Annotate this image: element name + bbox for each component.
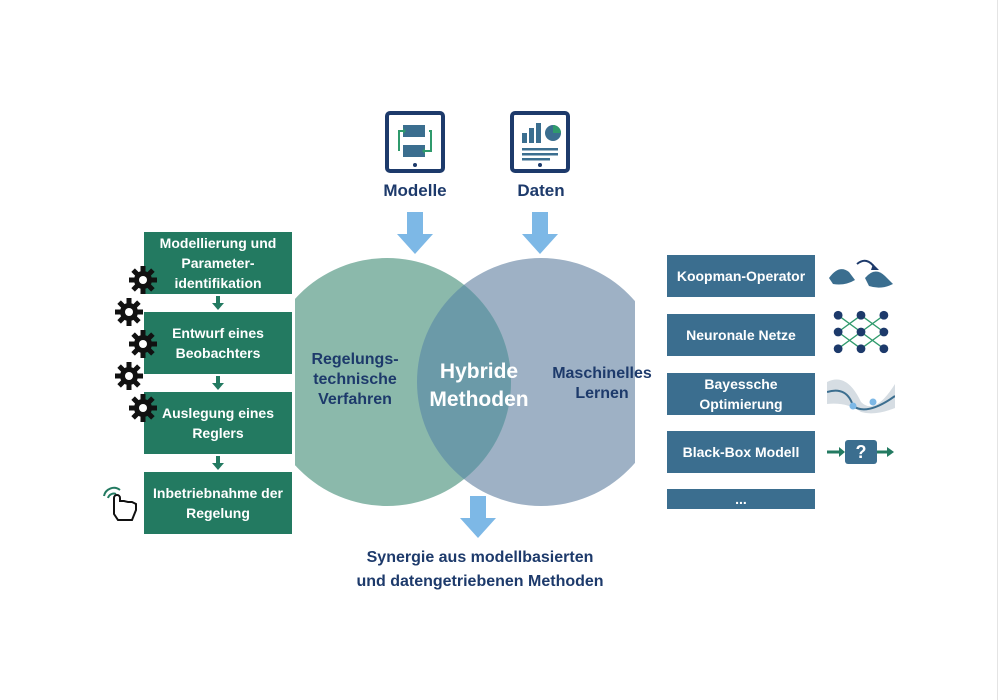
method-black-box: Black-Box Modell xyxy=(667,431,815,473)
method-more: ... xyxy=(667,489,815,509)
step-arrow-icon xyxy=(212,296,224,310)
gear-icon xyxy=(129,266,157,294)
synergy-arrow-icon xyxy=(460,496,496,538)
data-arrow-icon xyxy=(522,212,558,254)
gear-icon xyxy=(129,394,157,422)
venn-center-label: Hybride Methoden xyxy=(429,360,529,411)
venn-right-label: Maschinelles Lernen xyxy=(552,365,652,402)
method-koopman: Koopman-Operator xyxy=(667,255,815,297)
method-bayes-opt: Bayessche Optimierung xyxy=(667,373,815,415)
gear-icon xyxy=(115,362,143,390)
gear-icon xyxy=(129,330,157,358)
model-tablet-icon xyxy=(385,111,445,173)
step-commissioning: Inbetriebnahme der Regelung xyxy=(144,472,292,534)
step-controller: Auslegung eines Reglers xyxy=(144,392,292,454)
models-arrow-icon xyxy=(397,212,433,254)
koopman-wave-icon xyxy=(829,259,893,288)
method-neural-nets: Neuronale Netze xyxy=(667,314,815,356)
black-box-icon: ? xyxy=(827,440,894,464)
touch-hand-icon xyxy=(103,486,137,521)
svg-text:?: ? xyxy=(856,442,867,462)
gear-icon xyxy=(115,298,143,326)
venn-left-label: Regelungs- technische Verfahren xyxy=(311,351,399,408)
data-tablet-icon xyxy=(510,111,570,173)
neural-network-icon xyxy=(833,310,889,354)
step-arrow-icon xyxy=(212,376,224,390)
synergy-text: Synergie aus modellbasierten und datenge… xyxy=(356,549,604,590)
bayesian-curve-icon xyxy=(827,379,895,414)
data-label: Daten xyxy=(517,181,565,200)
step-modeling: Modellierung und Parameter- identifikati… xyxy=(144,232,292,294)
venn-diagram xyxy=(295,258,635,506)
venn-overlap xyxy=(417,258,511,506)
models-label: Modelle xyxy=(383,181,447,200)
step-arrow-icon xyxy=(212,456,224,470)
step-observer: Entwurf eines Beobachters xyxy=(144,312,292,374)
